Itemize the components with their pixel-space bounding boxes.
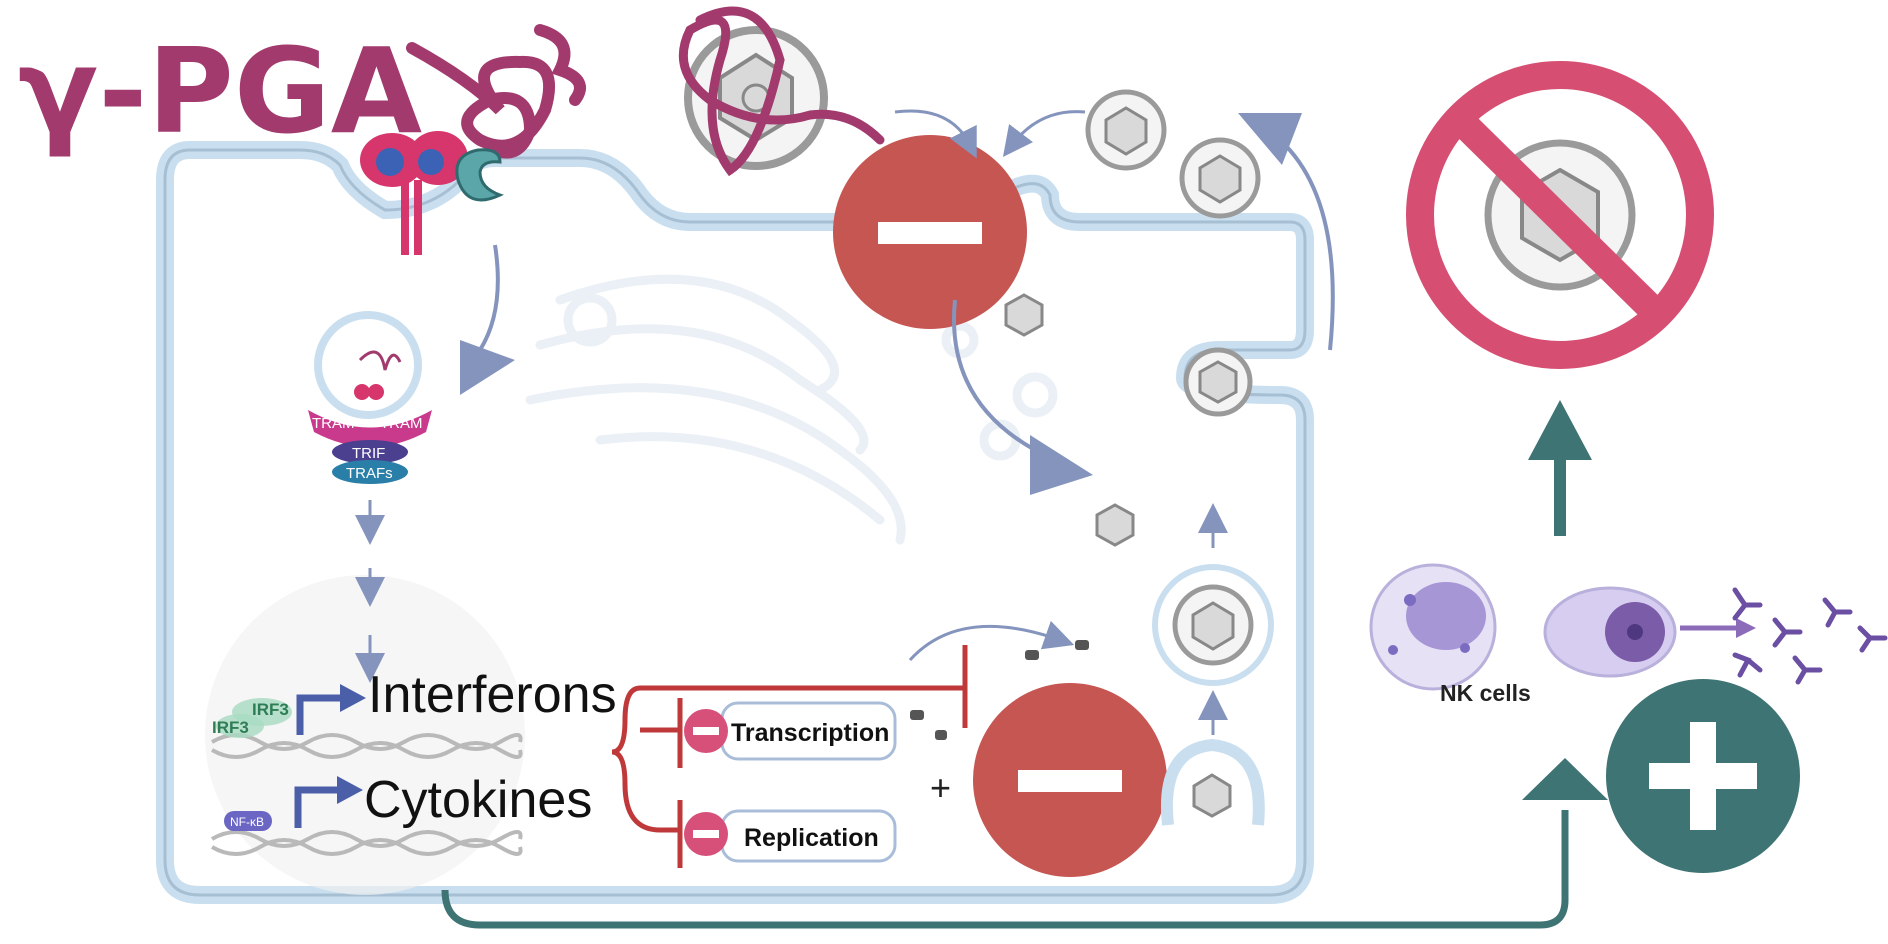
uncoating-arrowhead <box>1030 435 1093 495</box>
inhibit-entry-symbol <box>833 135 1027 329</box>
plus-sign: + <box>930 767 951 808</box>
trif-label: TRIF <box>352 445 385 462</box>
virus-particle-1 <box>1085 89 1167 171</box>
virus-budding <box>1183 347 1253 417</box>
virus-particle-2 <box>1179 137 1261 219</box>
mrna-fragments <box>910 640 1089 740</box>
virus-release-arrow <box>1278 138 1335 351</box>
nk-cell <box>1369 563 1497 691</box>
dna-strand-upper <box>210 733 523 759</box>
pga-wrapping-virus <box>678 6 885 177</box>
irf3-dimer: IRF3 IRF3 <box>212 698 292 738</box>
gamma-pga-polymer <box>406 24 586 159</box>
inhibition-bracket <box>611 645 968 868</box>
plasma-cell <box>1543 586 1677 678</box>
adaptor-stack: TRAM TRAM TRIF TRAFs <box>308 410 432 484</box>
transcription-label: Transcription <box>731 719 889 747</box>
virus-assembly <box>1161 738 1265 826</box>
interferon-promoter-arrowhead <box>340 684 366 712</box>
uncoating-arrow <box>952 299 1036 452</box>
irf3-label-bottom: IRF3 <box>212 718 249 737</box>
activate-symbol <box>1606 679 1800 873</box>
antibodies <box>1732 587 1888 685</box>
diagram-title: γ-PGA <box>18 22 422 160</box>
virus-blocked-sign <box>1406 61 1714 369</box>
interferons-label: Interferons <box>368 666 617 724</box>
endosome <box>314 311 422 419</box>
virus-in-vesicle <box>1152 564 1274 686</box>
viral-entry-arrow-left <box>894 109 977 159</box>
irf3-label-top: IRF3 <box>252 700 289 719</box>
inhibit-replication-symbol <box>973 683 1167 877</box>
cytokines-label: Cytokines <box>364 771 592 829</box>
cytokine-promoter-arrowhead <box>337 776 363 804</box>
nfkb-label: NF-κB <box>230 815 264 829</box>
golgi-apparatus <box>525 274 1058 545</box>
nk-cells-label: NK cells <box>1440 680 1531 706</box>
nfkb-factor: NF-κB <box>224 811 272 831</box>
translation-arrow <box>908 620 1075 662</box>
antibody-secretion-arrowhead <box>1736 618 1756 638</box>
immune-activation-arrowhead <box>1522 758 1608 800</box>
host-cell-membrane <box>156 141 1314 904</box>
cytokine-promoter-arrow <box>294 786 342 828</box>
internalization-arrow <box>478 244 500 352</box>
receptor <box>360 131 504 255</box>
immune-activation-line <box>441 810 1569 929</box>
replication-label: Replication <box>744 824 879 852</box>
replication-box: Replication <box>684 809 897 863</box>
viral-entry-arrow-right <box>1002 110 1086 157</box>
nucleus <box>205 575 525 895</box>
interferon-promoter-arrow <box>296 694 345 735</box>
virus-release-arrowhead <box>1238 113 1302 165</box>
capsid-fragments <box>1004 293 1135 547</box>
trafs-label: TRAFs <box>346 465 393 482</box>
dna-strand-lower <box>210 830 523 856</box>
tram-label-left: TRAM <box>312 415 355 432</box>
internalization-arrowhead <box>460 340 515 395</box>
tram-label-right: TRAM <box>380 415 423 432</box>
outcome-arrowhead <box>1528 400 1592 460</box>
transcription-box: Transcription <box>684 701 897 761</box>
